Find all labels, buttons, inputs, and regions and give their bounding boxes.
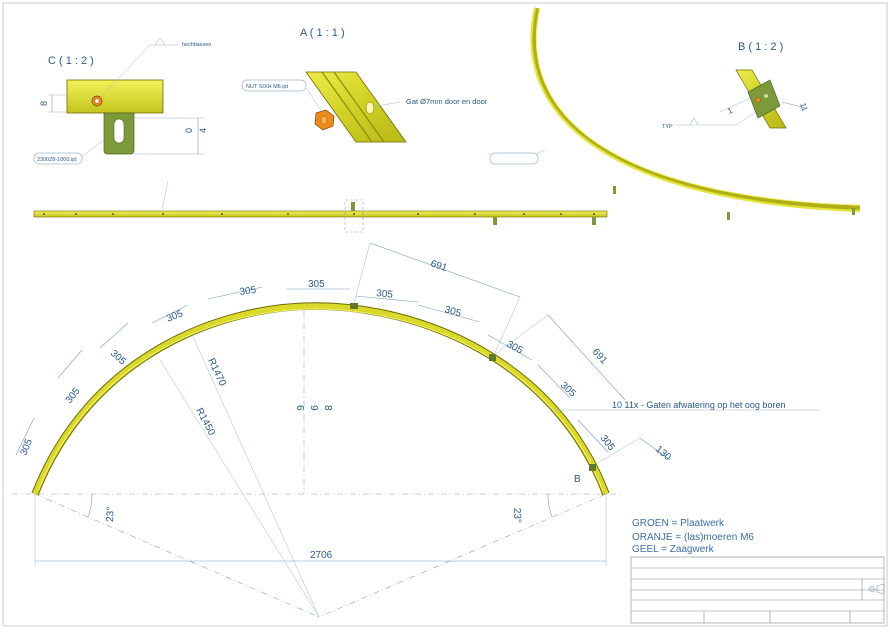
- dim-line-130: [639, 437, 671, 461]
- dim-691-right: 691: [590, 347, 610, 367]
- span-dim: 2706: [310, 550, 333, 561]
- construction-line-right: [318, 493, 607, 618]
- segment-dim-2: 305: [64, 386, 83, 406]
- iso-part-callout: [489, 152, 539, 165]
- iso-bracket: [852, 208, 855, 215]
- segment-dim-1: 305: [19, 437, 36, 457]
- arc-bracket-b: [589, 464, 596, 471]
- detail-c-part-callout: [33, 152, 83, 165]
- side-view-holes: [43, 213, 595, 215]
- side-view-bracket: [351, 202, 355, 211]
- title-block: [630, 556, 885, 624]
- iso-bracket: [613, 186, 616, 194]
- detail-c-title: C ( 1 : 2 ): [48, 55, 94, 67]
- isometric-view: [489, 7, 861, 220]
- detail-c-dim-4: 4: [198, 128, 208, 133]
- detail-a-hole: [365, 101, 375, 115]
- construction-line-left: [34, 493, 320, 618]
- radius-outer-label: R1470: [205, 357, 228, 389]
- detail-a-title: A ( 1 : 1 ): [300, 27, 345, 39]
- detail-view-c: C ( 1 : 2 ) hechtlassen 8 0 4 230028-100…: [33, 37, 211, 165]
- holes-note: 10 11x - Gaten afwatering op het oog bor…: [612, 400, 785, 410]
- angle-right: 23°: [511, 508, 523, 523]
- detail-b-dim-11: 11: [798, 102, 809, 113]
- detail-a-yellow-profile: [305, 71, 407, 143]
- detail-c-weld-leader: [99, 44, 151, 99]
- color-legend: GROEN = Plaatwerk ORANJE = (las)moeren M…: [632, 518, 754, 555]
- arc-profile: [31, 302, 610, 496]
- detail-c-weld-note: hechtlassen: [182, 42, 211, 48]
- radius-line-inner: [189, 329, 320, 618]
- weld-symbol-icon: [154, 37, 166, 46]
- side-view: [33, 180, 608, 233]
- detail-c-yellow-bar: [66, 79, 164, 114]
- detail-view-a: A ( 1 : 1 ) NUT SIXH M6.ipt Gat Ø7mm doo…: [241, 27, 488, 143]
- segment-dimensions: [15, 242, 671, 465]
- segment-dim-7: 305: [376, 288, 394, 301]
- detail-c-slot: [113, 118, 125, 144]
- projection-symbol-icon: [868, 583, 885, 595]
- weld-symbol-icon: [689, 117, 699, 126]
- legend-yellow: GEEL = Zaagwerk: [632, 544, 715, 555]
- height-digit-3: 8: [322, 405, 333, 411]
- segment-dim-4: 305: [165, 308, 185, 325]
- segment-dim-3: 305: [108, 348, 128, 368]
- iso-arc-profile: [530, 7, 861, 211]
- dim-691-top: 691: [429, 258, 449, 274]
- radius-inner-label: R1450: [193, 406, 217, 438]
- height-digit-1: 6: [294, 405, 305, 411]
- detail-view-b: B ( 1 : 2 ) 1 11 TYP: [662, 41, 810, 130]
- radius-line-outer: [159, 359, 320, 618]
- side-view-bracket: [493, 217, 497, 225]
- detail-a-nut-callout: [241, 79, 307, 92]
- side-view-profile: [33, 210, 608, 218]
- detail-b-nut-icon: [755, 97, 761, 103]
- detail-b-typ: TYP: [662, 124, 673, 130]
- main-arc-view: 305 305 305 305 305 305 305 305 305 305 …: [12, 242, 820, 618]
- dim-130: 130: [653, 444, 673, 463]
- segment-dim-8: 305: [443, 304, 462, 319]
- detail-a-hole-note: Gat Ø7mm door en door: [406, 97, 488, 106]
- legend-green: GROEN = Plaatwerk: [632, 518, 725, 529]
- dim-line-691-right: [547, 314, 626, 401]
- detail-b-green-plate: [747, 79, 781, 119]
- detail-a-nut-callout-text: NUT SIXH M6.ipt: [246, 84, 289, 90]
- segment-dim-10: 305: [558, 380, 578, 400]
- detail-c-dim-8: 8: [39, 101, 49, 106]
- segment-dim-5: 305: [239, 285, 257, 298]
- segment-dim-11: 305: [598, 433, 617, 453]
- height-digit-2: 9: [308, 405, 319, 411]
- label-b: B: [574, 474, 581, 485]
- angle-left: 23°: [105, 507, 117, 522]
- detail-b-dim-1: 1: [726, 106, 734, 116]
- arc-bracket-right: [489, 354, 496, 361]
- segment-dim-6: 305: [308, 279, 325, 290]
- detail-b-title: B ( 1 : 2 ): [738, 41, 783, 53]
- side-view-bracket: [592, 217, 596, 225]
- detail-c-nut-hole: [94, 98, 100, 104]
- legend-orange: ORANJE = (las)moeren M6: [632, 532, 754, 543]
- detail-c-part-callout-text: 230028-1000.ipt: [37, 157, 77, 163]
- arc-bracket-top: [350, 303, 358, 309]
- detail-c-dim-0: 0: [184, 128, 194, 133]
- dim-line-691-top: [369, 242, 521, 298]
- iso-bracket: [727, 212, 730, 220]
